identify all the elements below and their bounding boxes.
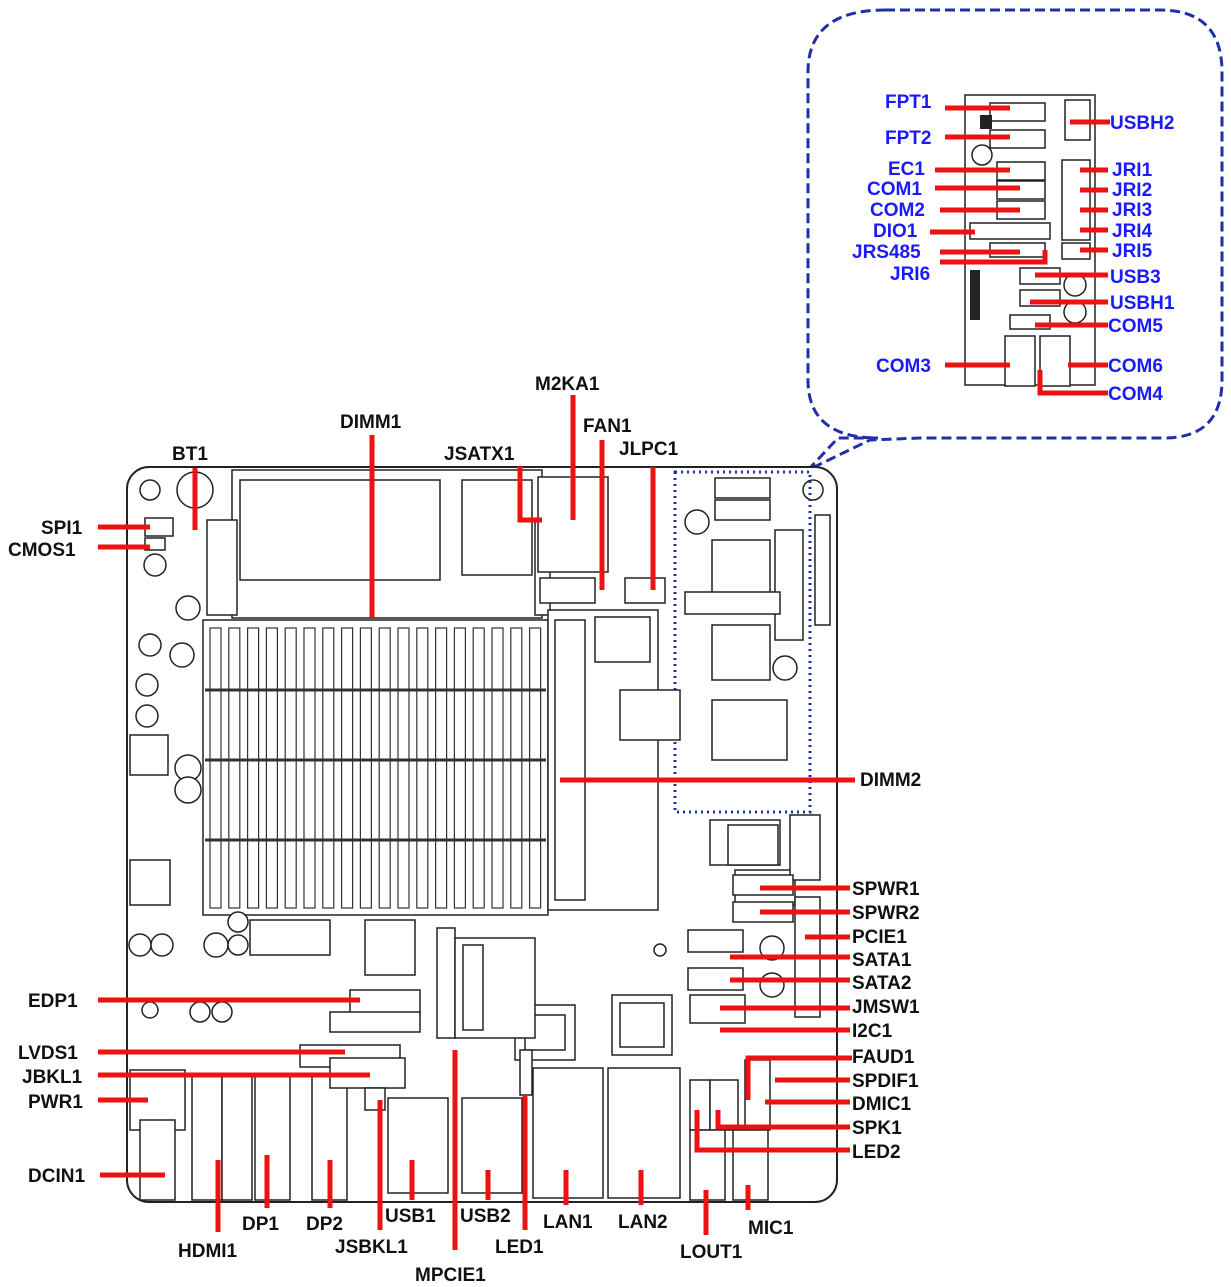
- label-lan2: LAN2: [618, 1212, 668, 1233]
- label-com3: COM3: [876, 356, 931, 377]
- label-com4: COM4: [1108, 384, 1163, 405]
- label-jrs485: JRS485: [852, 242, 921, 263]
- label-dio1: DIO1: [873, 221, 918, 242]
- label-ec1: EC1: [888, 159, 925, 180]
- label-com2: COM2: [870, 200, 925, 221]
- label-fpt1: FPT1: [885, 92, 932, 113]
- label-fan1: FAN1: [583, 416, 632, 437]
- label-com5: COM5: [1108, 316, 1163, 337]
- label-fpt2: FPT2: [885, 128, 931, 149]
- label-mpcie1: MPCIE1: [415, 1265, 486, 1286]
- label-dp1: DP1: [242, 1214, 279, 1235]
- label-pcie1: PCIE1: [852, 927, 907, 948]
- label-jri3: JRI3: [1112, 200, 1152, 221]
- inset-label-group: FPT1 FPT2 EC1 COM1 COM2 DIO1 JRS485 JRI6…: [852, 92, 1175, 405]
- label-jmsw1: JMSW1: [852, 997, 920, 1018]
- label-cmos1: CMOS1: [8, 540, 76, 561]
- label-usb1: USB1: [385, 1206, 436, 1227]
- label-jbkl1: JBKL1: [22, 1067, 83, 1088]
- label-com1: COM1: [867, 179, 922, 200]
- label-usb2: USB2: [460, 1206, 511, 1227]
- label-jri1: JRI1: [1112, 160, 1153, 181]
- label-spwr2: SPWR2: [852, 903, 920, 924]
- label-jsbkl1: JSBKL1: [335, 1237, 408, 1258]
- label-spk1: SPK1: [852, 1118, 902, 1139]
- label-jri5: JRI5: [1112, 241, 1153, 262]
- label-i2c1: I2C1: [852, 1021, 893, 1042]
- label-jsatx1: JSATX1: [444, 444, 515, 465]
- label-dimm2: DIMM2: [860, 770, 921, 791]
- board-leaders: [98, 395, 855, 1250]
- label-spwr1: SPWR1: [852, 879, 920, 900]
- inset-leaders: [930, 105, 1110, 396]
- label-sata2: SATA2: [852, 973, 911, 994]
- label-lout1: LOUT1: [680, 1242, 743, 1263]
- label-lan1: LAN1: [543, 1212, 593, 1233]
- label-jlpc1: JLPC1: [619, 439, 679, 460]
- label-spdif1: SPDIF1: [852, 1071, 919, 1092]
- board-label-group: DIMM1 BT1 JSATX1 M2KA1 FAN1 JLPC1 SPI1 C…: [8, 374, 921, 1286]
- cpu-heatsink: [202, 619, 549, 916]
- label-sata1: SATA1: [852, 950, 912, 971]
- label-dcin1: DCIN1: [28, 1166, 85, 1187]
- label-spi1: SPI1: [41, 518, 83, 539]
- label-usbh2: USBH2: [1110, 113, 1174, 134]
- label-lvds1: LVDS1: [18, 1043, 78, 1064]
- label-mic1: MIC1: [748, 1218, 794, 1239]
- label-dmic1: DMIC1: [852, 1094, 912, 1115]
- label-dimm1: DIMM1: [340, 412, 402, 433]
- label-hdmi1: HDMI1: [178, 1241, 238, 1262]
- label-led1: LED1: [495, 1237, 544, 1258]
- label-com6: COM6: [1108, 356, 1163, 377]
- label-dp2: DP2: [306, 1214, 343, 1235]
- label-jri4: JRI4: [1112, 221, 1153, 242]
- label-pwr1: PWR1: [28, 1092, 83, 1113]
- label-led2: LED2: [852, 1142, 901, 1163]
- label-faud1: FAUD1: [852, 1047, 915, 1068]
- label-edp1: EDP1: [28, 991, 78, 1012]
- label-usb3: USB3: [1110, 267, 1161, 288]
- label-jri6: JRI6: [890, 264, 930, 285]
- label-usbh1: USBH1: [1110, 293, 1175, 314]
- label-m2ka1: M2KA1: [535, 374, 600, 395]
- motherboard: [126, 466, 838, 1203]
- label-bt1: BT1: [172, 444, 208, 465]
- label-jri2: JRI2: [1112, 180, 1152, 201]
